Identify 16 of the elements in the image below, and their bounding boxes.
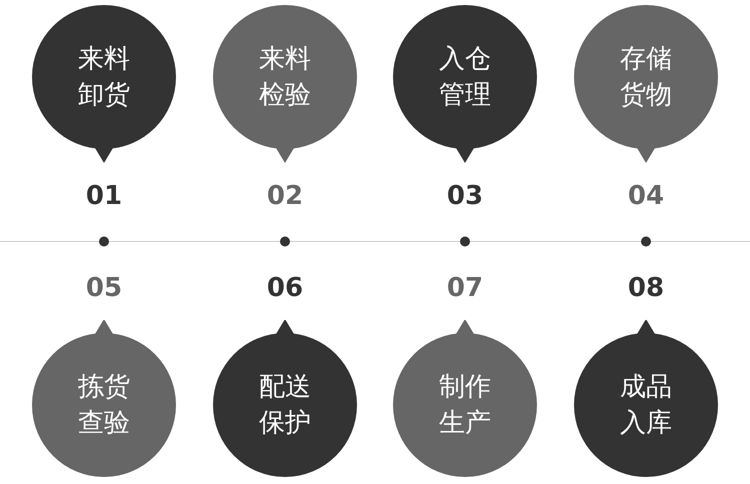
step-number: 06 (266, 273, 304, 303)
bubble-label: 来料卸货 (77, 43, 131, 112)
bubble-label: 配送保护 (258, 371, 312, 440)
step-number: 03 (446, 181, 484, 211)
step-number: 01 (84, 181, 124, 211)
bubble-label: 入仓管理 (438, 43, 492, 112)
step-number: 07 (446, 273, 484, 303)
bubble-label: 成品入库 (619, 371, 673, 440)
bubble-label: 存储货物 (619, 43, 673, 112)
step-number: 08 (626, 273, 666, 303)
bubble-label: 来料检验 (258, 43, 312, 112)
bubble-label: 制作生产 (438, 371, 492, 440)
step-number: 02 (266, 181, 304, 211)
bubble-label: 拣货查验 (77, 371, 131, 440)
step-number: 05 (84, 273, 124, 303)
step-number: 04 (626, 181, 666, 211)
